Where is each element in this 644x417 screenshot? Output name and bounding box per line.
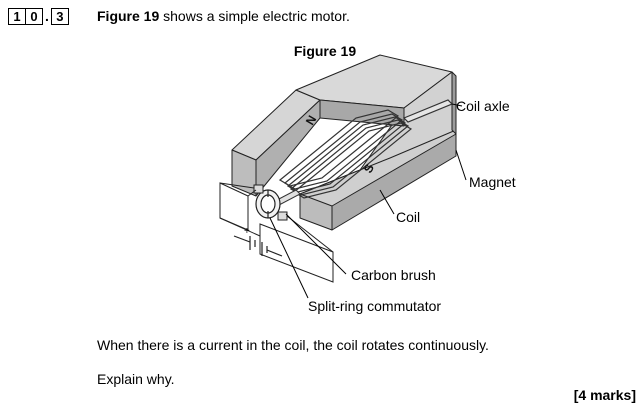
question-instruction: Explain why. bbox=[97, 371, 175, 387]
question-digit-box: 3 bbox=[50, 7, 69, 25]
battery-icon bbox=[233, 235, 283, 257]
leader-lines bbox=[269, 149, 467, 299]
figure-title: Figure 19 bbox=[293, 43, 357, 59]
battery-plus-sign: + bbox=[244, 226, 250, 237]
question-intro-text: shows a simple electric motor. bbox=[159, 8, 350, 24]
coil-label: Coil bbox=[396, 209, 421, 225]
magnet-label: Magnet bbox=[469, 174, 516, 190]
carbon-brush-label: Carbon brush bbox=[351, 267, 436, 283]
question-intro: Figure 19 shows a simple electric motor. bbox=[97, 8, 350, 24]
question-number: 1 0 . 3 bbox=[8, 7, 69, 25]
marks-allocation: [4 marks] bbox=[573, 387, 636, 403]
question-body-line: When there is a current in the coil, the… bbox=[97, 337, 489, 353]
question-digit-box: 0 bbox=[25, 7, 43, 25]
split-ring-commutator-label: Split-ring commutator bbox=[308, 298, 442, 314]
figure-reference: Figure 19 bbox=[97, 8, 160, 24]
commutator bbox=[255, 189, 281, 219]
circuit bbox=[219, 182, 334, 283]
magnet-shape bbox=[231, 54, 457, 231]
coil-axle-leader bbox=[451, 103, 463, 107]
coil-axle-label: Coil axle bbox=[456, 98, 510, 114]
question-number-dot: . bbox=[45, 7, 49, 24]
